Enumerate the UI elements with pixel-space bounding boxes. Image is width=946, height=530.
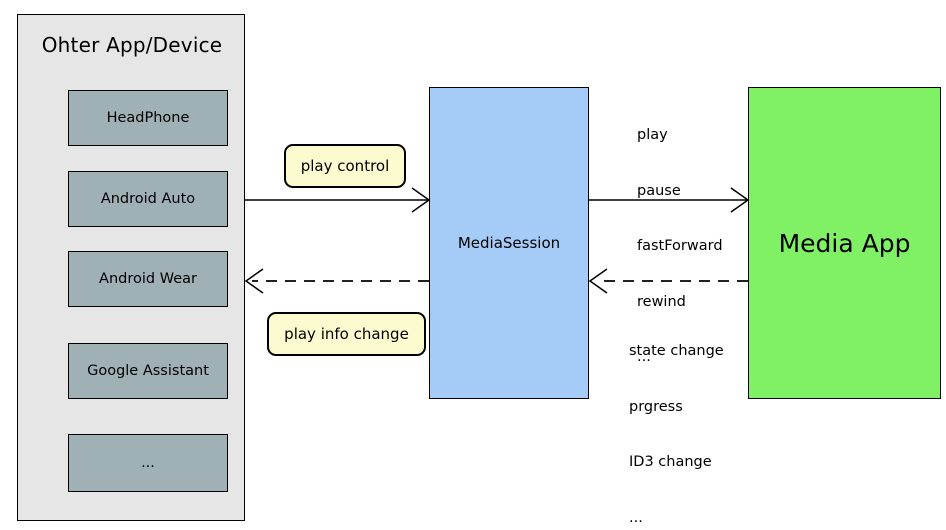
- device-box-label: Android Wear: [99, 271, 197, 287]
- signal-line: prgress: [629, 398, 683, 415]
- device-box-google-assistant: Google Assistant: [68, 343, 228, 399]
- mediaapp-label: Media App: [778, 228, 911, 258]
- panel-title: Ohter App/Device: [41, 33, 223, 57]
- mediaapp-node: Media App: [748, 87, 941, 399]
- device-box-android-auto: Android Auto: [68, 171, 228, 227]
- mediasession-label: MediaSession: [457, 234, 561, 252]
- signal-line: ID3 change: [629, 454, 712, 470]
- signal-line: ...: [637, 349, 651, 365]
- device-box-label: Android Auto: [100, 191, 196, 207]
- signal-line: play: [637, 127, 668, 143]
- signal-line: fastForward: [637, 238, 723, 254]
- device-box-label: HeadPhone: [106, 110, 190, 126]
- callout-label: play control: [300, 157, 390, 175]
- event-signal-list: state change prgress ID3 change ...: [629, 305, 724, 530]
- device-box-label: Google Assistant: [87, 363, 209, 379]
- callout-play-info-change: play info change: [267, 312, 426, 356]
- signal-line: ...: [629, 509, 643, 526]
- device-box-more: ...: [68, 434, 228, 492]
- mediasession-node: MediaSession: [429, 87, 589, 399]
- device-box-label: ...: [141, 455, 155, 471]
- callout-play-control: play control: [284, 144, 406, 188]
- other-app-device-panel: Ohter App/Device HeadPhone Android Auto …: [17, 14, 245, 521]
- signal-line: pause: [637, 182, 681, 199]
- arrow-mediasession-to-devices: [244, 268, 429, 294]
- device-box-headphone: HeadPhone: [68, 90, 228, 146]
- arrow-devices-to-mediasession: [245, 187, 431, 213]
- command-signal-list: play pause fastForward rewind ...: [637, 89, 723, 404]
- signal-line: rewind: [637, 293, 686, 310]
- callout-label: play info change: [284, 325, 409, 343]
- device-box-android-wear: Android Wear: [68, 251, 228, 307]
- signal-line: state change: [629, 343, 724, 359]
